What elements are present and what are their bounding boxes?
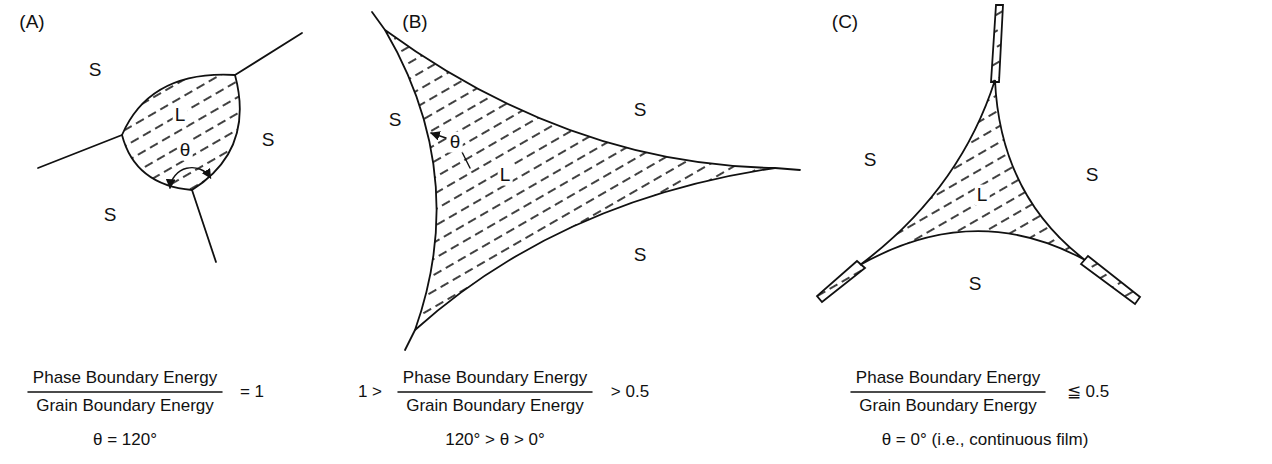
caption-text: ≦ 0.5 — [1065, 383, 1111, 402]
region-label: (B) — [400, 12, 429, 33]
caption-text: 1 > — [356, 383, 384, 402]
region-label: (A) — [17, 12, 46, 33]
region-label: S — [260, 130, 277, 151]
grain-boundary — [405, 330, 415, 350]
liquid-pocket — [122, 75, 240, 190]
liquid-pocket — [860, 80, 1085, 265]
region-label: S — [632, 100, 649, 121]
caption-text: 120° > θ > 0° — [443, 431, 547, 450]
region-label: L — [975, 185, 990, 206]
caption-text: Grain Boundary Energy — [857, 397, 1039, 416]
caption-text: Phase Boundary Energy — [401, 369, 589, 388]
caption-text: Phase Boundary Energy — [854, 369, 1042, 388]
region-label: θ — [178, 140, 193, 161]
fraction-bar — [398, 391, 592, 393]
grain-boundary — [192, 190, 216, 262]
angle-arrow — [431, 133, 446, 138]
liquid-film — [1081, 256, 1140, 304]
region-label: S — [102, 205, 119, 226]
caption-text: Grain Boundary Energy — [34, 397, 216, 416]
region-label: S — [967, 274, 984, 295]
region-label: (C) — [830, 12, 860, 33]
grain-boundary — [372, 12, 385, 30]
liquid-film — [817, 261, 865, 302]
region-label: S — [387, 110, 404, 131]
caption-text: Phase Boundary Energy — [31, 369, 219, 388]
region-label: θ — [448, 132, 463, 153]
caption-text: Grain Boundary Energy — [404, 397, 586, 416]
caption-text: θ = 120° — [91, 431, 159, 450]
liquid-film — [991, 5, 1003, 82]
region-label: S — [1084, 165, 1101, 186]
region-label: S — [632, 245, 649, 266]
caption-text: > 0.5 — [609, 383, 651, 402]
fraction-bar — [28, 391, 222, 393]
grain-boundary — [775, 168, 800, 170]
angle-arrow — [462, 152, 470, 168]
caption-text: θ = 0° (i.e., continuous film) — [880, 431, 1091, 450]
region-label: S — [862, 150, 879, 171]
region-label: L — [498, 165, 513, 186]
region-label: S — [87, 60, 104, 81]
caption-text: = 1 — [238, 383, 266, 402]
angle-arc — [170, 168, 211, 188]
grain-boundary — [38, 135, 122, 168]
fraction-bar — [851, 391, 1045, 393]
region-label: L — [173, 105, 188, 126]
liquid-pocket — [385, 30, 775, 330]
grain-boundary — [235, 33, 302, 75]
